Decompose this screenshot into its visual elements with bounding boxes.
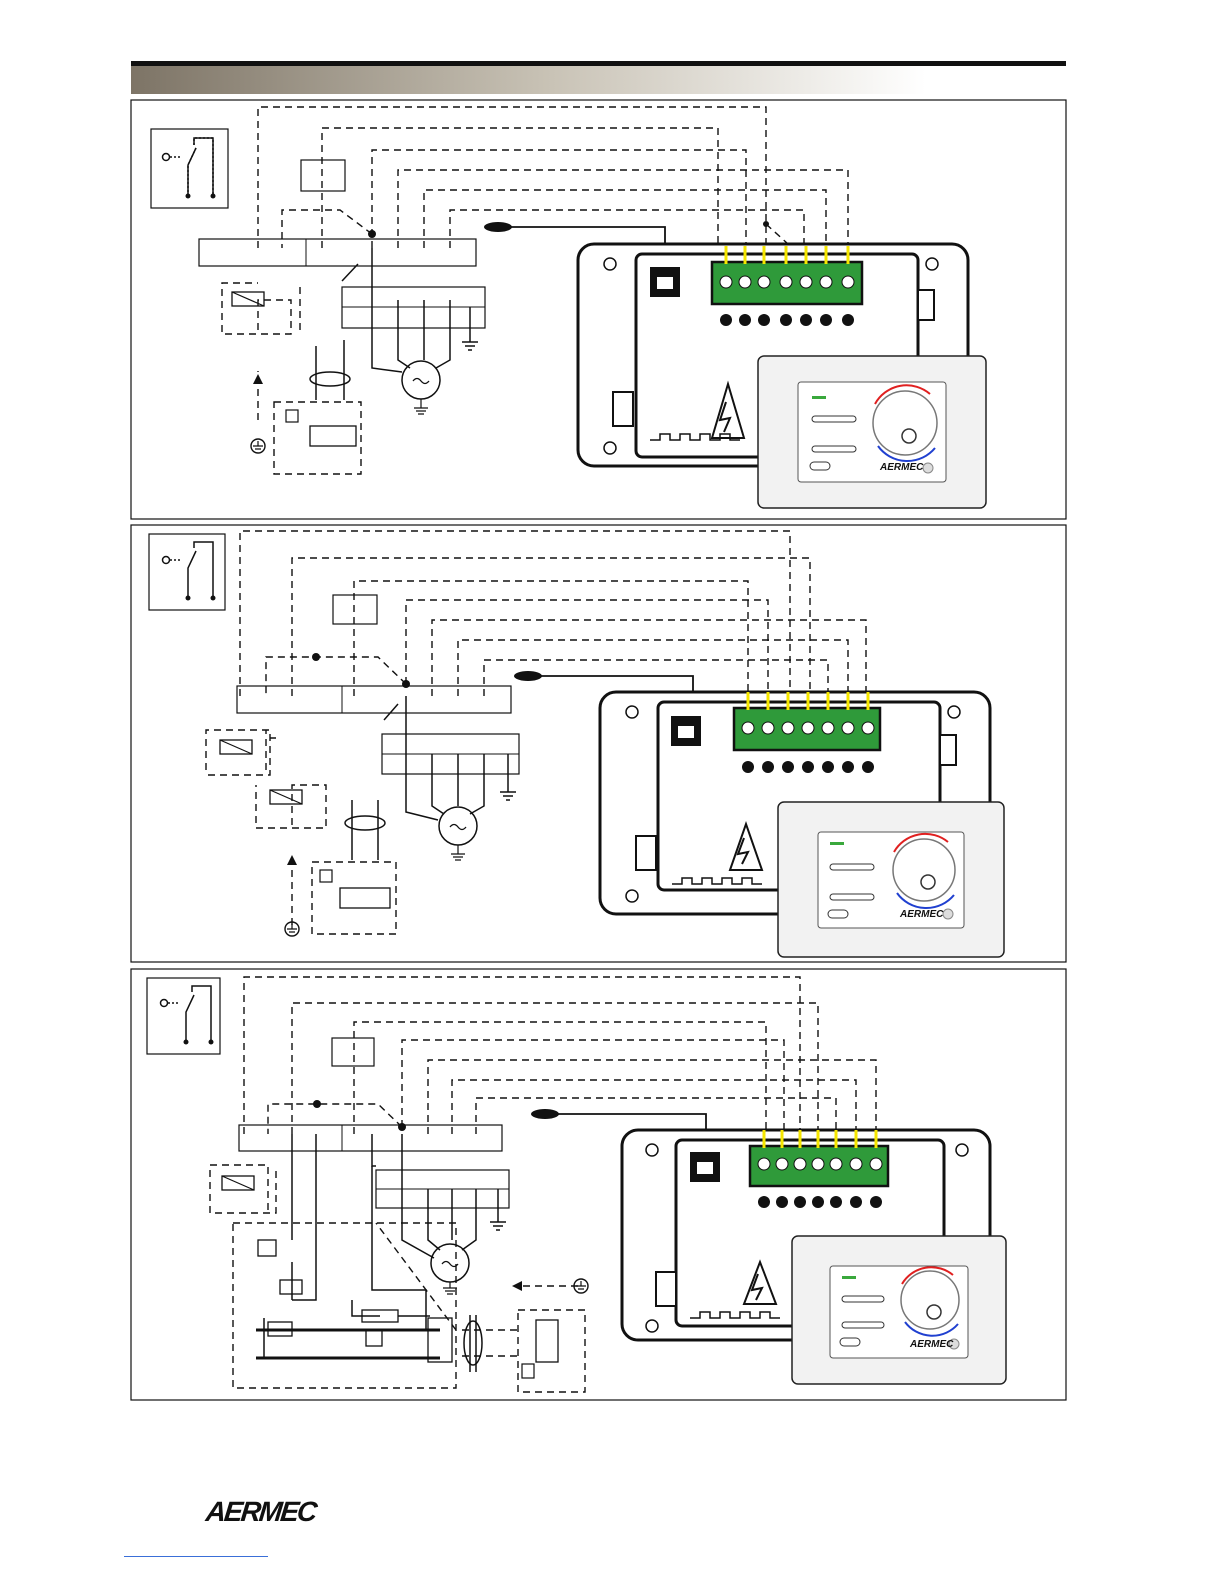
circuit-breaker-icon xyxy=(340,888,390,908)
thermostat-panel-1: AERMEC xyxy=(758,356,986,508)
thermostat-brand-label: AERMEC xyxy=(909,1339,954,1350)
relay-icon xyxy=(280,1280,302,1294)
thermal-protector-icon xyxy=(258,1240,276,1256)
panel-3-diagram: AERMEC xyxy=(147,977,1006,1392)
earth-arrow-icon xyxy=(512,1281,522,1291)
footer-link-rule xyxy=(124,1556,268,1557)
panel-1-diagram: AERMEC xyxy=(151,107,986,508)
panel-2-diagram: AERMEC xyxy=(149,531,1004,957)
thermostat-brand-label: AERMEC xyxy=(899,909,944,920)
thermostat-panel-2: AERMEC xyxy=(778,802,1004,957)
header-bar xyxy=(131,61,1066,94)
thermostat-brand-label: AERMEC xyxy=(879,462,924,473)
terminal-strip xyxy=(239,1125,502,1151)
earth-arrow-icon xyxy=(253,374,263,384)
thermostat-panel-3: AERMEC xyxy=(792,1236,1006,1384)
earth-arrow-icon xyxy=(287,855,297,865)
terminal-strip xyxy=(237,686,511,713)
circuit-breaker-icon xyxy=(536,1320,558,1362)
terminal-strip xyxy=(199,239,476,266)
footer-logo: AERMEC xyxy=(204,1496,317,1528)
circuit-breaker-icon xyxy=(310,426,356,446)
